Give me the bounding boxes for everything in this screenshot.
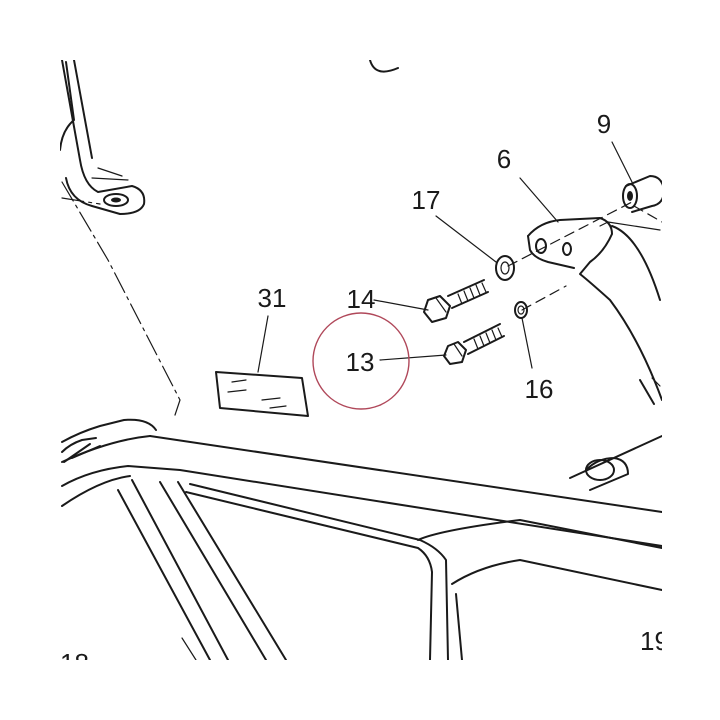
highlight-ring: [312, 312, 410, 410]
leader-16: [521, 317, 533, 369]
upper-left-bracket: [59, 59, 146, 215]
part-16-washer: [514, 301, 528, 319]
boundary-dash-line-2: [61, 197, 101, 205]
leader-lines: [257, 141, 633, 373]
callout-31[interactable]: 31: [258, 283, 287, 313]
part-17-washer: [495, 255, 515, 281]
callout-13[interactable]: 13: [346, 347, 375, 377]
callout-labels: 9 6 17 14 31 13 16 18 19: [60, 109, 669, 678]
leader-17: [435, 215, 497, 263]
main-frame: [61, 377, 663, 661]
part-9-spacer: [622, 175, 665, 213]
part-14-bolt: [423, 279, 489, 323]
boundary-dash-line: [61, 181, 181, 416]
leader-14: [373, 299, 429, 311]
partial-outline-top: [369, 59, 399, 73]
callout-6[interactable]: 6: [497, 144, 511, 174]
axis-line-right: [633, 205, 663, 223]
axis-line-lower: [521, 285, 567, 311]
leader-6: [519, 177, 559, 223]
part-6-bracket: [527, 217, 663, 401]
part-31-label: [215, 371, 309, 417]
callout-9[interactable]: 9: [597, 109, 611, 139]
leader-13: [379, 354, 447, 361]
axis-line-upper: [507, 201, 633, 267]
leader-9: [611, 141, 633, 183]
leader-31: [257, 315, 269, 373]
callout-14[interactable]: 14: [347, 284, 376, 314]
part-13-bolt: [443, 323, 505, 365]
callout-16[interactable]: 16: [525, 374, 554, 404]
callout-17[interactable]: 17: [412, 185, 441, 215]
